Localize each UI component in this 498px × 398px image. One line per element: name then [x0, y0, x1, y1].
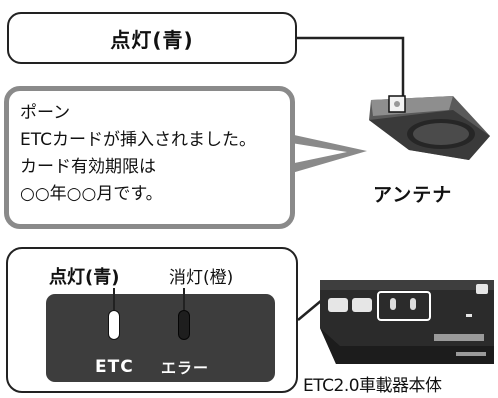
panel-error-text: エラー	[161, 359, 210, 377]
unit-led-highlight-frame	[377, 291, 431, 321]
speech-bubble: ポーン ETCカードが挿入されました。 カード有効期限は ○○年○○月です。	[4, 86, 295, 229]
panel-etc-text: ETC	[95, 357, 134, 377]
unit-button-icon	[328, 298, 348, 312]
unit-brand-mark	[456, 352, 486, 356]
etc-led-lit	[108, 310, 120, 340]
antenna-image	[369, 95, 490, 160]
speech-line-3: カード有効期限は	[20, 157, 156, 177]
top-connector-line	[297, 36, 405, 98]
speech-line-4: ○○年○○月です。	[20, 184, 163, 204]
indicator-panel	[46, 294, 275, 382]
unit-logo-mark	[434, 334, 484, 341]
lit-indicator-label: 点灯(青)	[49, 267, 120, 288]
unlit-leader-line	[183, 288, 185, 310]
speech-line-2: ETCカードが挿入されました。	[20, 130, 256, 150]
unlit-indicator-label: 消灯(橙)	[169, 268, 234, 288]
top-callout-label: 点灯(青)	[110, 27, 194, 52]
speech-line-1: ポーン	[20, 103, 71, 123]
bubble-tail	[285, 133, 367, 175]
bottom-connector-line	[297, 299, 323, 321]
error-led-unlit	[178, 310, 190, 340]
unit-volume-icon	[352, 298, 372, 312]
top-callout-box: 点灯(青)	[7, 12, 297, 64]
etc-unit-label: ETC2.0車載器本体	[303, 376, 442, 396]
etc-unit-image	[320, 280, 494, 364]
antenna-label: アンテナ	[373, 184, 453, 206]
lit-leader-line	[113, 288, 115, 310]
unit-eject-icon	[476, 284, 488, 294]
